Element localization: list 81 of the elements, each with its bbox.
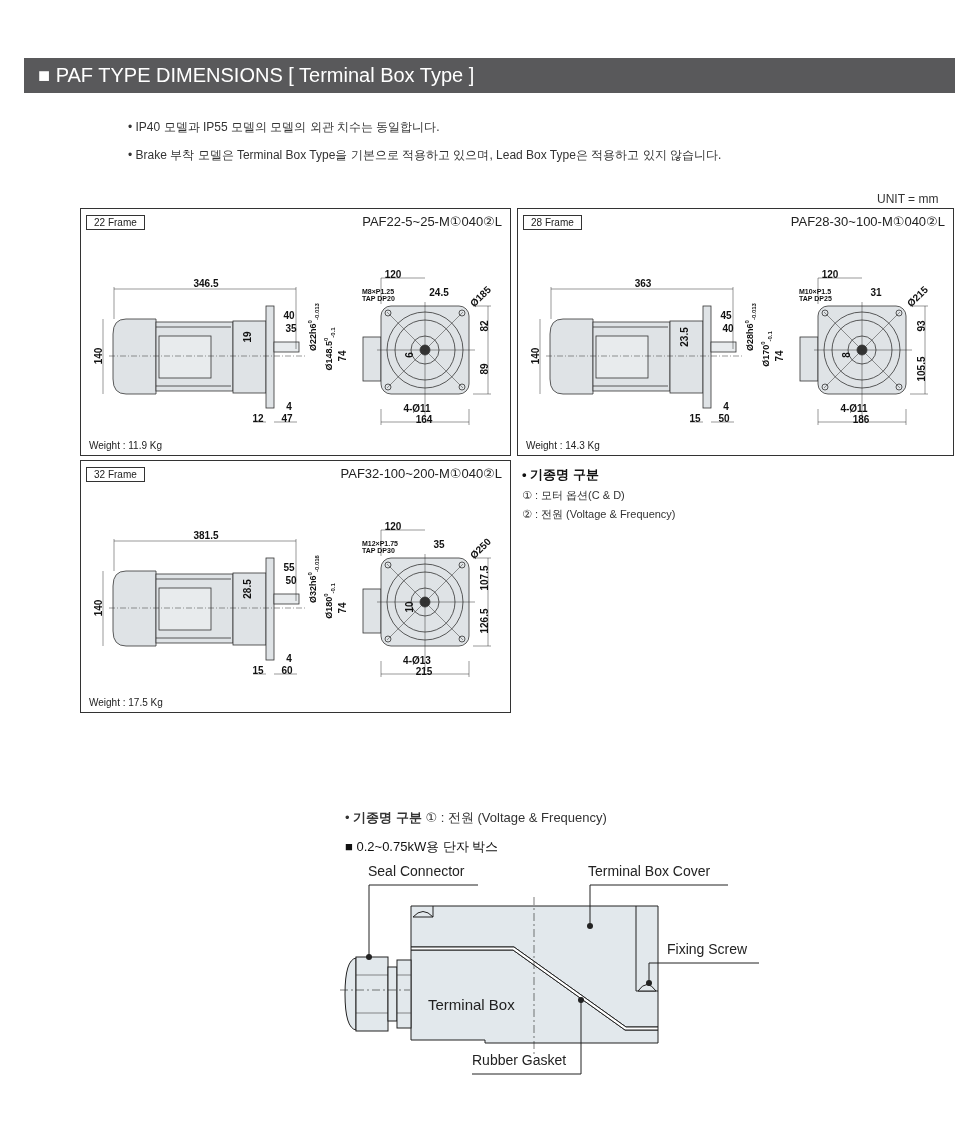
note-text: ② : 전원 (Voltage & Frequency) bbox=[522, 507, 676, 522]
dimension-value: 31 bbox=[870, 287, 882, 299]
dimension-value: 28.5 bbox=[242, 579, 254, 599]
dimension-value: 120 bbox=[821, 269, 839, 281]
dimension-value: 8 bbox=[841, 352, 853, 358]
dimension-value: 19 bbox=[242, 331, 254, 343]
model-code: PAF28-30~100-M①040②L bbox=[790, 214, 945, 229]
note-text: UNIT = mm bbox=[877, 192, 939, 206]
dimension-value: 4-Ø11 bbox=[403, 403, 431, 415]
dimension-value: 186 bbox=[852, 414, 870, 426]
dimension-value: 140 bbox=[93, 347, 105, 365]
dimension-value: 4-Ø13 bbox=[403, 655, 431, 667]
dimension-value: 105.5 bbox=[916, 356, 928, 382]
dimension-value: 40 bbox=[722, 323, 734, 335]
weight-text: Weight : 11.9 Kg bbox=[89, 440, 162, 451]
dimension-value: 6 bbox=[404, 352, 416, 358]
weight-text: Weight : 17.5 Kg bbox=[89, 697, 163, 708]
dimension-value: 4 bbox=[286, 653, 292, 665]
dimension-value: 4 bbox=[286, 401, 292, 413]
fixing-screw bbox=[637, 984, 657, 992]
note-text: • 기종명 구분 ① : 전원 (Voltage & Frequency) bbox=[345, 809, 607, 827]
dimension-value: 47 bbox=[281, 413, 293, 425]
dimension-panel bbox=[80, 460, 511, 713]
note-text: • Brake 부착 모델은 Terminal Box Type을 기본으로 적용하고 있으며, Lead Box Type은 적용하고 있지 않습니다. bbox=[128, 147, 722, 164]
dimension-value: 35 bbox=[433, 539, 445, 551]
dimension-value: 107.5 bbox=[479, 565, 491, 591]
dimension-value: 35 bbox=[285, 323, 297, 335]
dimension-value: 60 bbox=[281, 665, 293, 677]
dimension-value: 82 bbox=[479, 320, 491, 332]
dimension-value: 89 bbox=[479, 363, 491, 375]
dimension-value: 120 bbox=[384, 521, 402, 533]
dimension-value: 55 bbox=[283, 562, 295, 574]
frame-tag: 32 Frame bbox=[86, 467, 145, 482]
dimension-value: 346.5 bbox=[193, 278, 219, 290]
dimension-value: 140 bbox=[530, 347, 542, 365]
dimension-value: 164 bbox=[415, 414, 433, 426]
part-label: Terminal Box bbox=[428, 996, 515, 1013]
weight-text: Weight : 14.3 Kg bbox=[526, 440, 600, 451]
page-title: ■ PAF TYPE DIMENSIONS [ Terminal Box Type ] bbox=[38, 64, 475, 87]
leader-line bbox=[366, 884, 479, 960]
dimension-value: 74 bbox=[774, 350, 786, 362]
note-text: • 기종명 구분 bbox=[522, 466, 599, 484]
dimension-value: 24.5 bbox=[429, 287, 449, 299]
dimension-value: 140 bbox=[93, 599, 105, 617]
model-code: PAF32-100~200-M①040②L bbox=[340, 466, 502, 481]
leader-line bbox=[587, 884, 729, 929]
terminal-box-cover bbox=[410, 905, 659, 1028]
dimension-value: 50 bbox=[718, 413, 730, 425]
leader-line bbox=[471, 997, 584, 1075]
dimension-value: 120 bbox=[384, 269, 402, 281]
note-text: ① : 모터 옵션(C & D) bbox=[522, 488, 625, 503]
dimension-value: 74 bbox=[337, 602, 349, 614]
dimension-value: 10 bbox=[404, 601, 416, 613]
dimension-value: 45 bbox=[720, 310, 732, 322]
dimension-panel bbox=[80, 208, 511, 456]
dimension-value: 23.5 bbox=[679, 327, 691, 347]
dimension-value: 4-Ø11 bbox=[840, 403, 868, 415]
part-label: Rubber Gasket bbox=[472, 1052, 580, 1074]
dimension-value: 381.5 bbox=[193, 530, 219, 542]
dimension-panel bbox=[517, 208, 954, 456]
seal-connector bbox=[339, 956, 412, 1032]
dimension-value: 15 bbox=[689, 413, 701, 425]
note-text: • IP40 모델과 IP55 모델의 모델의 외관 치수는 동일합니다. bbox=[128, 119, 440, 136]
note-text: ■ 0.2~0.75kW용 단자 박스 bbox=[345, 838, 499, 856]
dimension-value: 126.5 bbox=[479, 608, 491, 634]
leader-line bbox=[646, 962, 760, 986]
frame-tag: 28 Frame bbox=[523, 215, 582, 230]
dimension-value: 12 bbox=[252, 413, 264, 425]
dimension-value: 215 bbox=[415, 666, 433, 678]
model-code: PAF22-5~25-M①040②L bbox=[362, 214, 502, 229]
dimension-value: 93 bbox=[916, 320, 928, 332]
part-label: Seal Connector bbox=[368, 863, 478, 885]
dimension-value: 15 bbox=[252, 665, 264, 677]
part-label: Fixing Screw bbox=[667, 941, 759, 963]
part-label: Terminal Box Cover bbox=[588, 863, 728, 885]
dimension-value: 50 bbox=[285, 575, 297, 587]
dimension-value: 4 bbox=[723, 401, 729, 413]
dimension-value: 40 bbox=[283, 310, 295, 322]
dimension-value: 363 bbox=[634, 278, 652, 290]
dimension-value: 74 bbox=[337, 350, 349, 362]
frame-tag: 22 Frame bbox=[86, 215, 145, 230]
